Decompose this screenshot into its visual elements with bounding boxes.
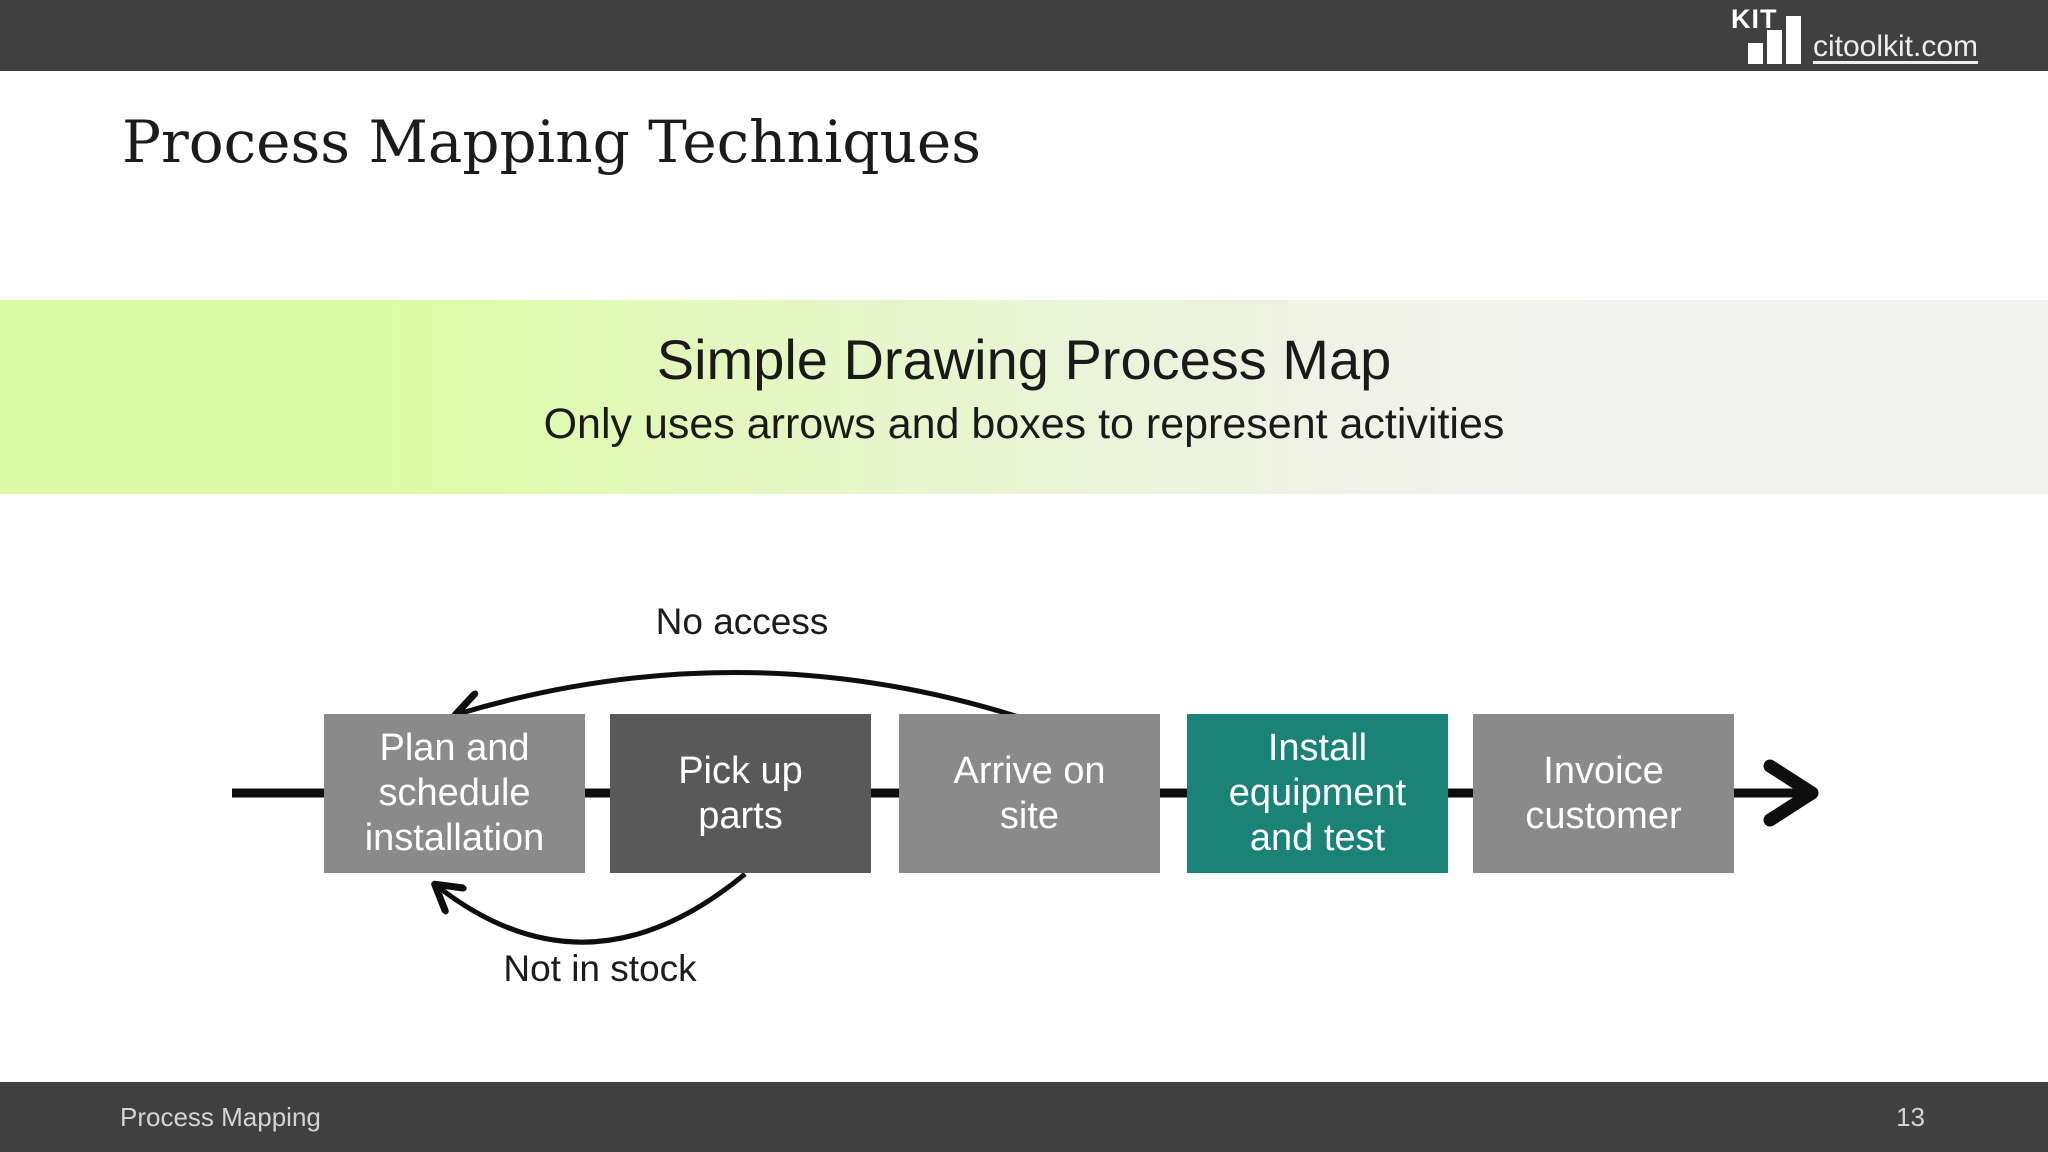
banner-title: Simple Drawing Process Map [656,328,1392,391]
process-step-label: Pick up parts [678,749,803,837]
process-step-arrive-on-site: Arrive on site [899,714,1160,873]
brand-block: KIT citoolkit.com [1730,4,1978,64]
footer-bar: Process Mapping 13 [0,1082,2048,1152]
process-step-plan-schedule: Plan and schedule installation [324,714,585,873]
process-step-label: Arrive on site [953,749,1106,837]
kit-logo-text: KIT [1730,4,1778,34]
bar-icon-tall [1785,16,1801,64]
no-access-label: No access [655,601,829,642]
page-number: 13 [1896,1101,1925,1132]
not-in-stock-label: Not in stock [503,948,697,989]
process-step-label: Invoice customer [1525,749,1682,837]
process-step-install-equipment: Install equipment and test [1187,714,1448,873]
page-title: Process Mapping Techniques [122,108,981,176]
bar-icon-medium [1766,30,1782,64]
bar-icon-small [1747,43,1763,64]
kit-logo: KIT [1730,4,1801,64]
top-bar: KIT citoolkit.com [0,0,2048,71]
banner-subtitle: Only uses arrows and boxes to represent … [543,400,1505,448]
bar-chart-icon [1747,16,1801,64]
process-step-label: Plan and schedule installation [364,727,545,859]
website-link[interactable]: citoolkit.com [1812,30,1978,63]
section-banner: Simple Drawing Process Map Only uses arr… [0,300,2048,494]
not-in-stock-arrow [437,872,747,945]
process-step-invoice-customer: Invoice customer [1473,714,1734,873]
flow-end-arrowhead [1763,759,1819,827]
no-access-arrow [458,669,1029,720]
footer-section-label: Process Mapping [120,1101,321,1132]
process-step-pick-up-parts: Pick up parts [610,714,871,873]
process-step-label: Install equipment and test [1228,727,1407,859]
